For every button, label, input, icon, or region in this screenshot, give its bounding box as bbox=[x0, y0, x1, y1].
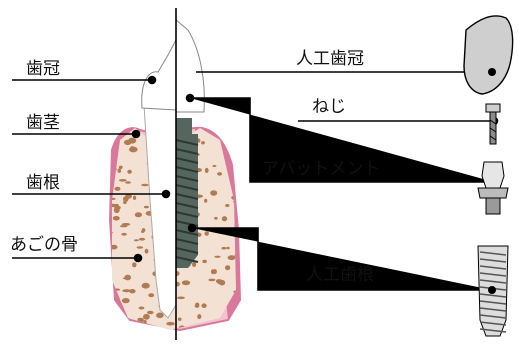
bone-pore bbox=[202, 303, 207, 308]
bone-pore bbox=[127, 170, 132, 174]
bone-pore bbox=[148, 293, 154, 297]
bone-pore bbox=[210, 190, 217, 196]
bone-pore bbox=[121, 233, 127, 236]
bone-pore bbox=[143, 314, 150, 320]
implant-fixture bbox=[176, 118, 198, 268]
bone-pore bbox=[205, 168, 209, 173]
bone-pore bbox=[202, 260, 207, 263]
bone-pore bbox=[147, 311, 154, 315]
bone-pore bbox=[118, 169, 122, 173]
bone-pore bbox=[142, 283, 150, 289]
bone-pore bbox=[208, 279, 215, 282]
bone-pore bbox=[137, 318, 142, 322]
bone-pore bbox=[145, 249, 149, 254]
bone-pore bbox=[115, 187, 121, 191]
bone-pore bbox=[129, 289, 135, 293]
bone-pore bbox=[192, 262, 196, 267]
bone-pore bbox=[213, 269, 217, 274]
bone-pore bbox=[182, 280, 190, 285]
bone-pore bbox=[233, 139, 238, 142]
bone-pore bbox=[144, 206, 149, 209]
component-crown bbox=[464, 16, 513, 94]
label-implant-crown: 人工歯冠 bbox=[296, 49, 364, 69]
bone-pore bbox=[197, 314, 201, 319]
bone-pore bbox=[124, 140, 131, 145]
bone-pore bbox=[217, 172, 222, 176]
bone-pore bbox=[132, 262, 136, 267]
bone-pore bbox=[166, 322, 174, 326]
bone-pore bbox=[177, 297, 185, 300]
bone-pore bbox=[125, 181, 131, 183]
bone-pore bbox=[228, 255, 236, 260]
component-screw bbox=[486, 104, 500, 144]
bone-pore bbox=[178, 318, 182, 321]
bone-pore bbox=[214, 256, 220, 258]
bone-pore bbox=[130, 326, 136, 329]
bone-pore bbox=[139, 238, 145, 241]
bone-pore bbox=[204, 199, 207, 203]
bone-pore bbox=[120, 225, 128, 227]
label-screw: ねじ bbox=[312, 97, 346, 117]
bone-pore bbox=[217, 280, 224, 284]
bone-pore bbox=[226, 247, 230, 250]
bone-pore bbox=[134, 239, 139, 241]
bone-pore bbox=[237, 139, 241, 144]
bone-pore bbox=[234, 155, 242, 157]
label-gum: 歯茎 bbox=[26, 113, 60, 133]
bone-pore bbox=[141, 184, 148, 187]
bone-pore bbox=[122, 298, 130, 303]
bone-pore bbox=[133, 196, 136, 200]
label-implant-root: 人工歯根 bbox=[306, 265, 374, 285]
label-jawbone: あごの骨 bbox=[10, 235, 78, 255]
natural-tooth-crown bbox=[142, 40, 176, 110]
bone-pore bbox=[156, 313, 164, 319]
bone-pore bbox=[139, 307, 145, 310]
bone-pore bbox=[236, 308, 240, 311]
label-crown: 歯冠 bbox=[26, 59, 60, 79]
bone-pore bbox=[214, 217, 218, 220]
bone-pore bbox=[205, 231, 209, 236]
bone-pore bbox=[201, 141, 205, 144]
bone-pore bbox=[119, 166, 123, 169]
label-root: 歯根 bbox=[26, 173, 60, 193]
bone-pore bbox=[237, 326, 242, 328]
bone-pore bbox=[107, 324, 114, 327]
component-abutment bbox=[478, 162, 508, 214]
bone-pore bbox=[135, 212, 142, 217]
bone-pore bbox=[195, 305, 199, 308]
bone-pore bbox=[137, 246, 144, 248]
component-implant-root bbox=[478, 246, 508, 336]
bone-pore bbox=[221, 247, 226, 250]
bone-pore bbox=[119, 179, 127, 182]
bone-pore bbox=[131, 146, 134, 148]
bone-pore bbox=[225, 265, 230, 270]
bone-pore bbox=[225, 204, 229, 207]
bone-pore bbox=[147, 329, 150, 331]
bone-pore bbox=[216, 326, 224, 329]
bone-pore bbox=[212, 165, 216, 167]
bone-pore bbox=[222, 216, 227, 221]
bone-pore bbox=[113, 216, 120, 221]
bone-pore bbox=[124, 275, 131, 281]
label-abutment: アバットメント bbox=[262, 159, 380, 179]
bone-pore bbox=[141, 231, 144, 233]
